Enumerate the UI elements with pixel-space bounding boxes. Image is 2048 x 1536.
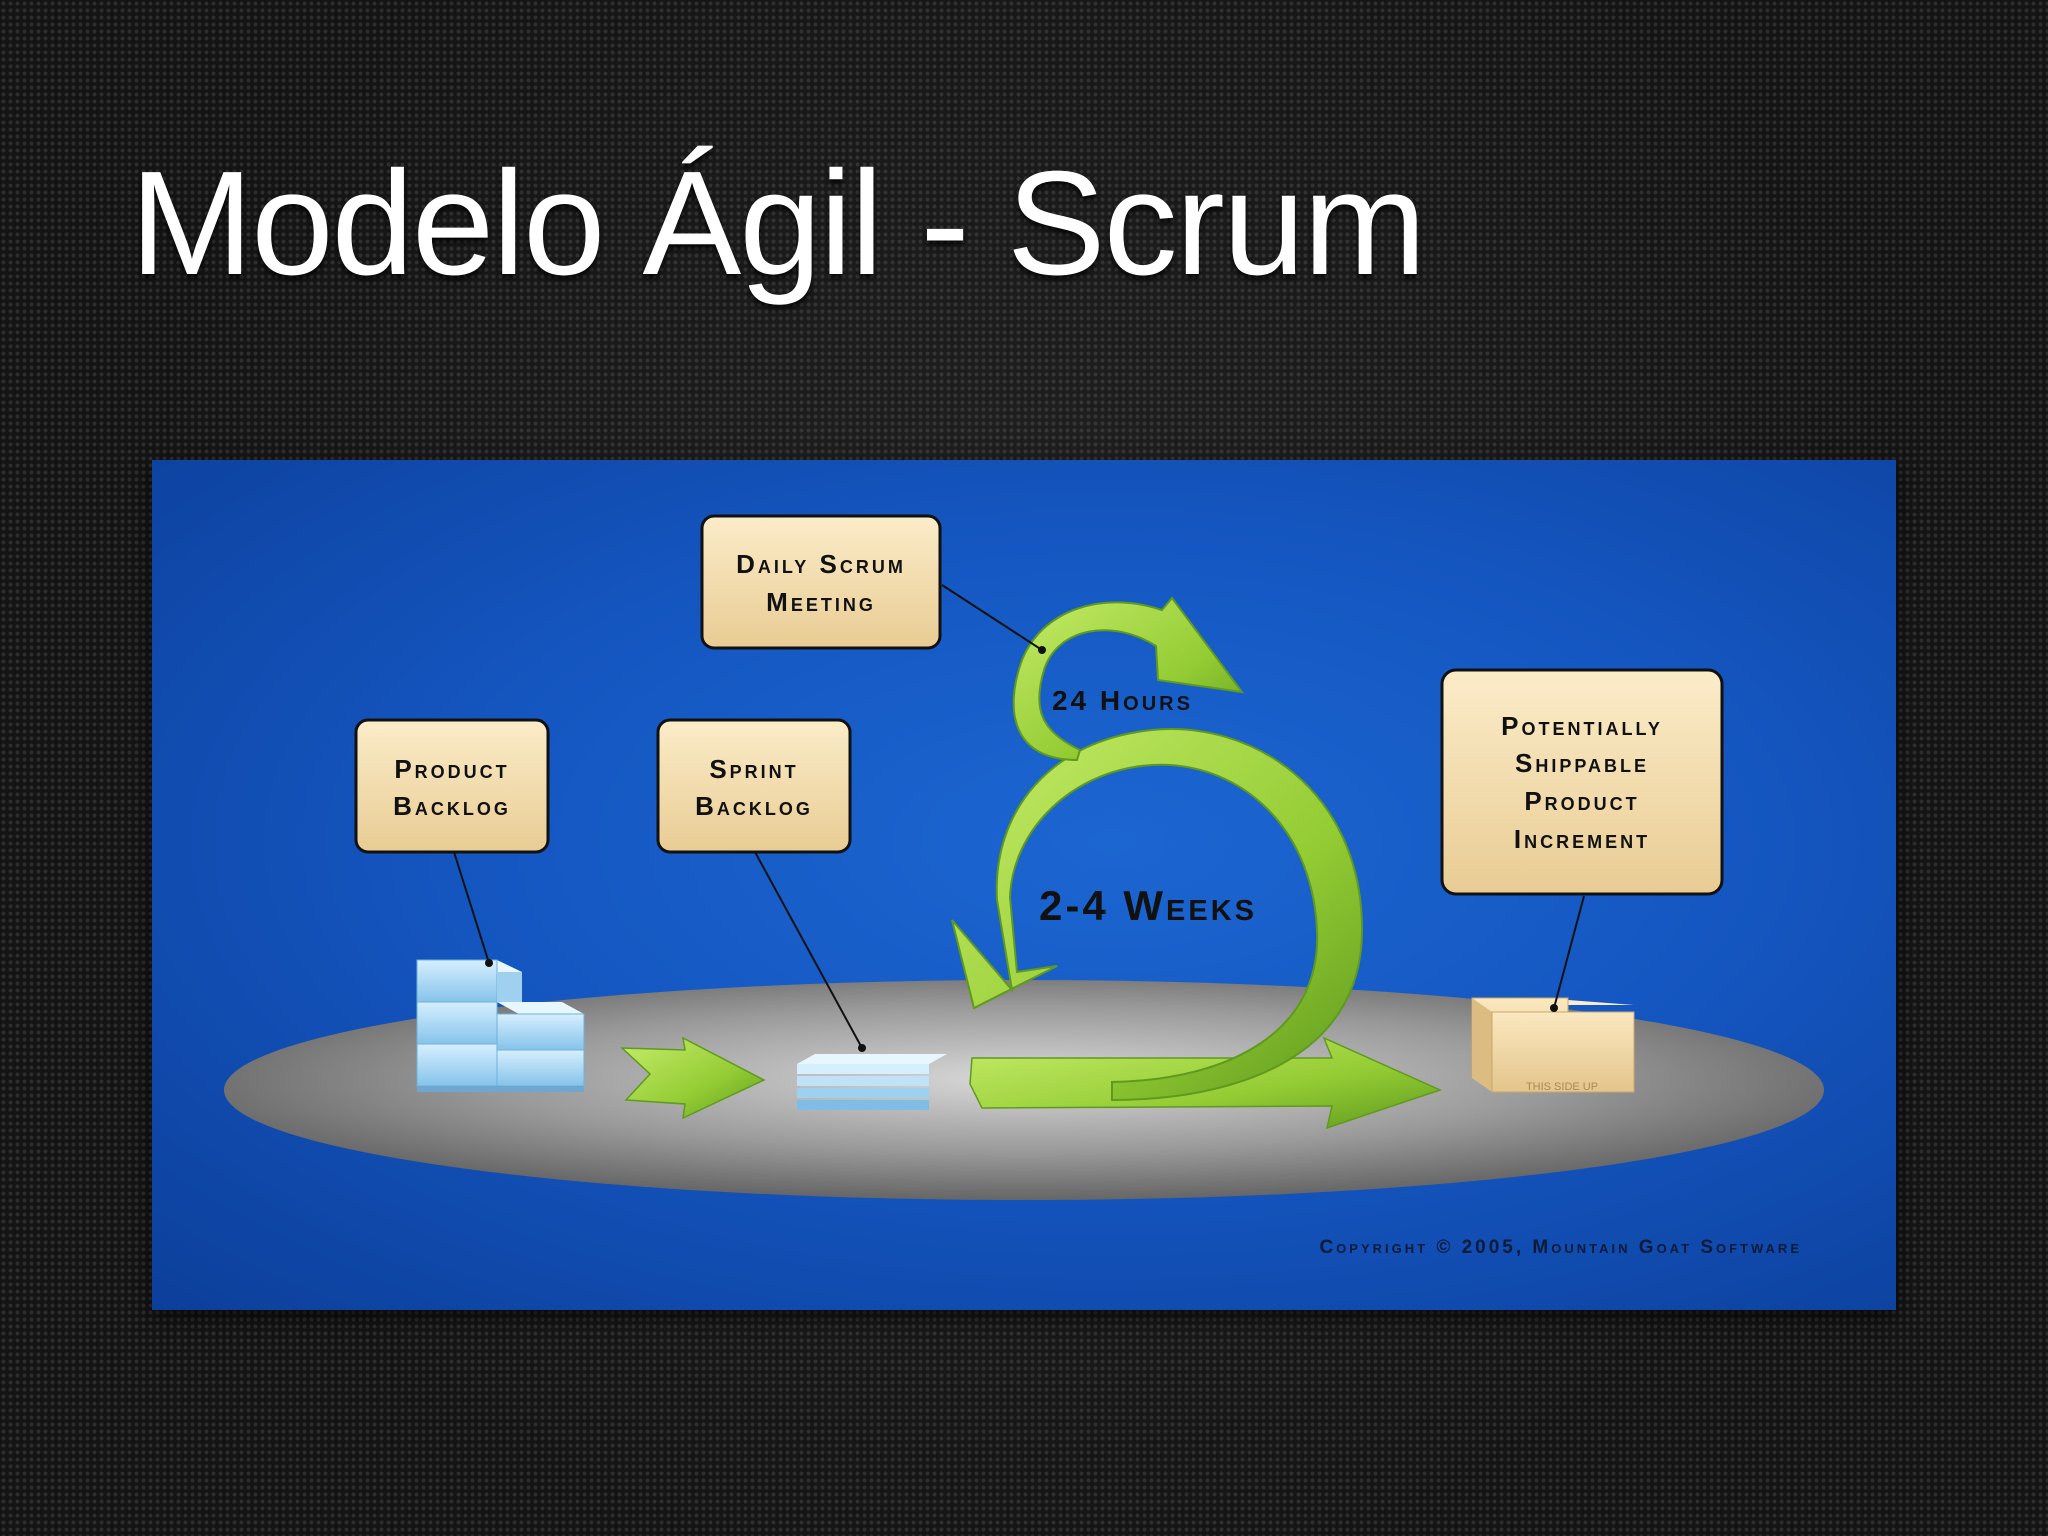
scrum-diagram-panel: THIS SIDE UP Daily Scrum Meeting Product… <box>152 460 1896 1310</box>
sprint-cycle-loop <box>951 728 1364 1102</box>
daily-scrum-line1: Daily Scrum <box>736 549 906 579</box>
sprint-backlog-line1: Sprint <box>709 754 798 784</box>
connector-lines <box>453 584 1585 1049</box>
scrum-diagram: THIS SIDE UP Daily Scrum Meeting Product… <box>224 514 1824 1258</box>
product-backlog-label: Product Backlog <box>354 718 550 854</box>
sprint-backlog-sheets <box>797 1054 947 1110</box>
cycle-weeks-label: 2-4 Weeks <box>1039 882 1257 929</box>
product-backlog-line1: Product <box>394 754 509 784</box>
increment-line3: Product <box>1524 786 1639 816</box>
copyright-text: Copyright © 2005, Mountain Goat Software <box>1319 1237 1802 1258</box>
shipping-box: THIS SIDE UP <box>1471 997 1635 1093</box>
daily-cycle-loop <box>1012 596 1245 762</box>
connector-dots <box>485 646 1558 1052</box>
box-mark-text: THIS SIDE UP <box>1526 1081 1598 1093</box>
increment-line4: Increment <box>1514 824 1650 854</box>
sprint-backlog-label: Sprint Backlog <box>656 718 852 854</box>
increment-label: Potentially Shippable Product Increment <box>1440 668 1724 896</box>
cycle-24h-label: 24 Hours <box>1052 685 1193 716</box>
increment-line1: Potentially <box>1501 711 1663 741</box>
slide-title: Modelo Ágil - Scrum <box>130 141 1426 306</box>
increment-line2: Shippable <box>1515 748 1649 778</box>
daily-scrum-label: Daily Scrum Meeting <box>700 514 942 650</box>
daily-scrum-line2: Meeting <box>766 587 876 617</box>
flow-arrow-1 <box>620 1036 766 1120</box>
product-backlog-line2: Backlog <box>393 791 511 821</box>
product-backlog-blocks <box>416 959 585 1092</box>
sprint-backlog-line2: Backlog <box>695 791 813 821</box>
